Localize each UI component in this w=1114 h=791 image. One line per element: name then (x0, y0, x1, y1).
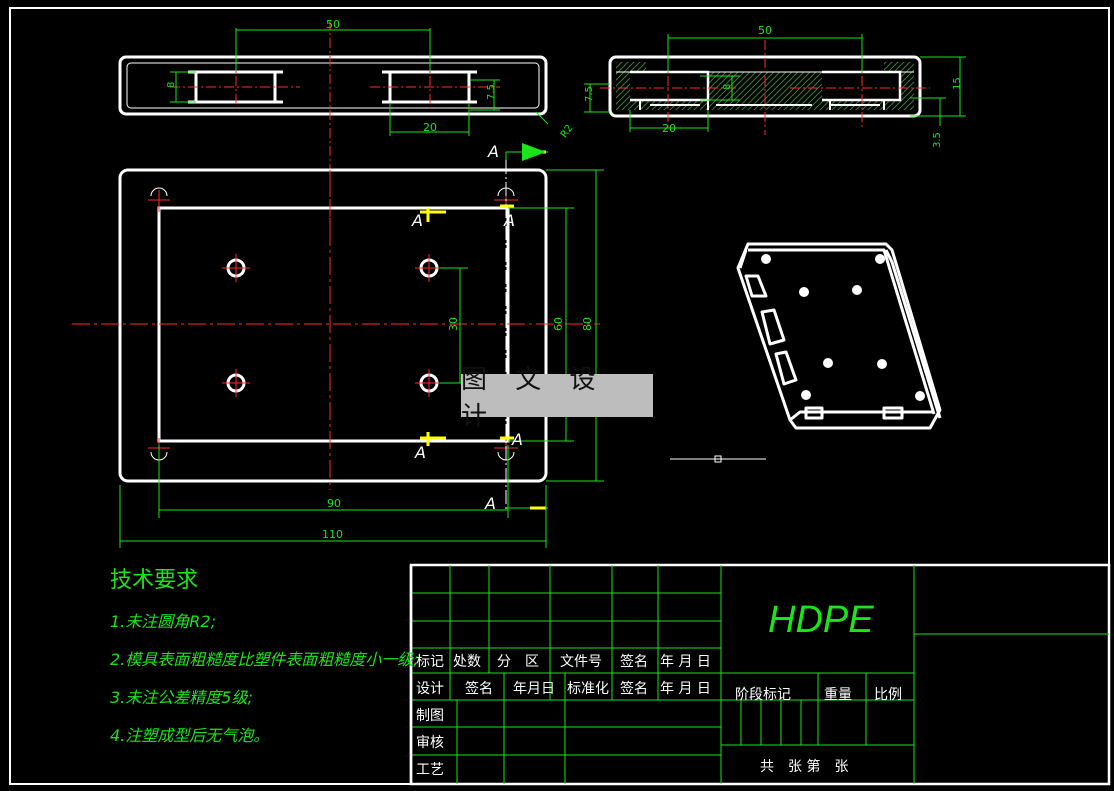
section-label-a4: A (414, 443, 426, 462)
dim-top-left-20: 20 (423, 121, 437, 134)
tb-design-1: 签名 (465, 680, 493, 697)
dim-top-right-8: 8 (722, 84, 733, 90)
tb-design-3: 标准化 (567, 681, 609, 697)
title-block (409, 563, 1111, 786)
tb-sheets: 共 张 第 张 (760, 758, 848, 775)
section-label-a6: A (484, 494, 496, 513)
top-right-view (584, 34, 966, 135)
tb-mark-1: 处数 (453, 654, 481, 670)
section-label-a1: A (487, 142, 499, 161)
tech-requirements-title: 技术要求 (110, 568, 199, 593)
tb-design-2: 年月日 (513, 681, 555, 697)
dim-top-right-15: 15 (952, 77, 963, 90)
scale-marker-box (714, 455, 722, 463)
section-label-a2: A (411, 211, 423, 230)
dim-chamfer-r2: R2 (559, 123, 576, 140)
tb-design-0: 设计 (416, 681, 444, 697)
isometric-holes (761, 254, 925, 401)
dim-top-left-8: 8 (166, 82, 177, 88)
dim-top-right-20: 20 (662, 122, 676, 135)
dim-top-right-3-5: 3.5 (932, 132, 943, 148)
tb-mark-4: 签名 (620, 653, 648, 670)
tb-review: 审核 (416, 735, 444, 751)
tb-design-4: 签名 (620, 680, 648, 697)
section-label-a5: A (511, 430, 523, 449)
isometric-view (736, 242, 942, 430)
tb-mark-0: 标记 (416, 654, 444, 670)
tb-draw: 制图 (416, 708, 444, 724)
tb-design-5: 年 月 日 (660, 681, 711, 697)
tb-mark-5: 年 月 日 (660, 654, 711, 670)
tech-requirement-3: 3.未注公差精度5级; (110, 688, 253, 707)
tech-requirement-1: 1.未注圆角R2; (110, 612, 216, 631)
dim-top-right-7-5: 7.5 (584, 86, 595, 102)
dim-plan-30: 30 (447, 317, 460, 331)
dim-top-left-7-5: 7.5 (486, 84, 497, 100)
watermark-stamp: 图 文 设 计 (461, 365, 653, 432)
tb-weight: 重量 (824, 687, 852, 703)
section-label-a3: A (503, 211, 515, 230)
tb-mark-3: 文件号 (560, 654, 602, 670)
tb-scale: 比例 (874, 687, 902, 703)
tb-stage-mark: 阶段标记 (735, 687, 791, 703)
tb-process: 工艺 (416, 762, 444, 778)
dim-plan-60: 60 (552, 317, 565, 331)
tech-requirement-4: 4.注塑成型后无气泡。 (110, 726, 270, 745)
plan-view (72, 143, 604, 548)
technical-requirements: 技术要求 1.未注圆角R2; 2.模具表面粗糙度比塑件表面粗糙度小一级; 3.未… (110, 562, 419, 760)
material-label: HDPE (768, 599, 874, 641)
dim-plan-110: 110 (322, 528, 343, 541)
dim-top-right-50: 50 (758, 24, 772, 37)
tech-requirement-2: 2.模具表面粗糙度比塑件表面粗糙度小一级; (110, 650, 419, 669)
tb-mark-2: 分 区 (497, 654, 539, 670)
dim-plan-80: 80 (581, 317, 594, 331)
dim-plan-90: 90 (327, 497, 341, 510)
dim-top-left-50: 50 (326, 18, 340, 31)
